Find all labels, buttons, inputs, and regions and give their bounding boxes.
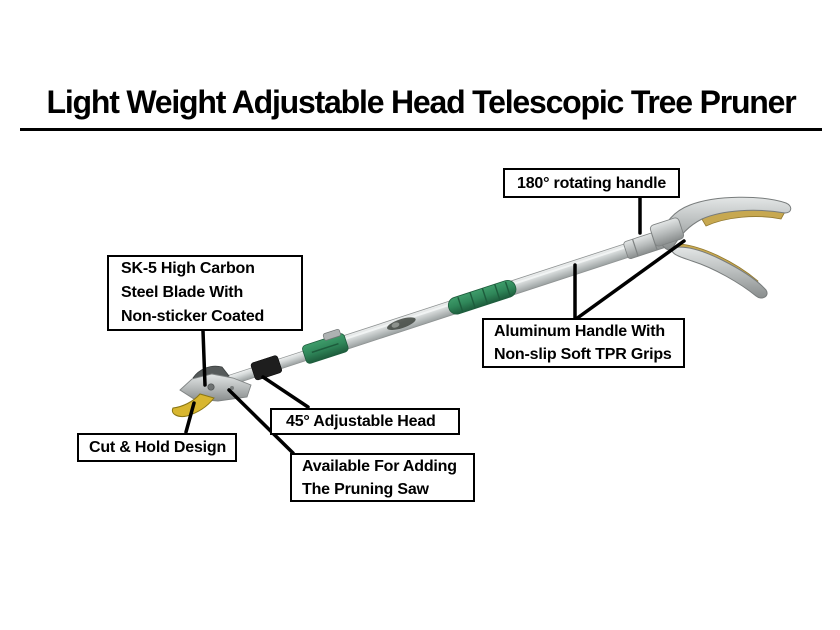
callout-pruning-saw-line2: The Pruning Saw (302, 480, 429, 498)
clamp-groove (311, 342, 339, 354)
callout-pruning-saw: Available For Adding The Pruning Saw (290, 453, 475, 502)
callout-cut-hold: Cut & Hold Design (77, 433, 237, 462)
leader-pruning-saw (227, 388, 295, 455)
tpr-grip (447, 279, 517, 315)
callout-blade: SK-5 High Carbon Steel Blade With Non-st… (107, 255, 303, 331)
adjustable-head-coupler (250, 355, 282, 381)
callout-rotating-handle-label: 180° rotating handle (517, 174, 667, 192)
pivot-bolt (207, 383, 215, 391)
callout-aluminum-line1: Aluminum Handle With (494, 323, 665, 340)
leader-cut-hold (184, 401, 196, 434)
head-screw (230, 386, 234, 390)
leader-adjustable-head (261, 375, 310, 409)
callout-aluminum-handle: Aluminum Handle With Non-slip Soft TPR G… (482, 318, 685, 368)
handle-hub (649, 217, 685, 247)
callout-adjustable-head: 45° Adjustable Head (270, 408, 460, 435)
collar-ridge (631, 238, 639, 257)
callout-cut-hold-label: Cut & Hold Design (89, 439, 227, 456)
callout-pruning-saw-line1: Available For Adding (302, 457, 457, 475)
pole-group (217, 230, 667, 389)
callout-aluminum-line2: Non-slip Soft TPR Grips (494, 346, 672, 363)
rotating-handle (649, 196, 792, 299)
callout-blade-line2: Steel Blade With (121, 284, 244, 301)
callout-blade-line3: Non-sticker Coated (121, 308, 265, 325)
leader-aluminum-grip (574, 239, 686, 321)
clamp-lever (322, 329, 341, 341)
callout-adjustable-head-label: 45° Adjustable Head (286, 413, 436, 430)
trigger-lever (671, 246, 768, 299)
callout-blade-line1: SK-5 High Carbon (121, 260, 255, 277)
leader-blade (201, 329, 207, 387)
tpr-grip-ridges (457, 281, 511, 312)
leader-lines (184, 195, 686, 455)
callout-rotating-handle: 180° rotating handle (503, 168, 680, 198)
brand-mark-detail (391, 322, 400, 328)
page-title: Light Weight Adjustable Head Telescopic … (20, 84, 822, 131)
